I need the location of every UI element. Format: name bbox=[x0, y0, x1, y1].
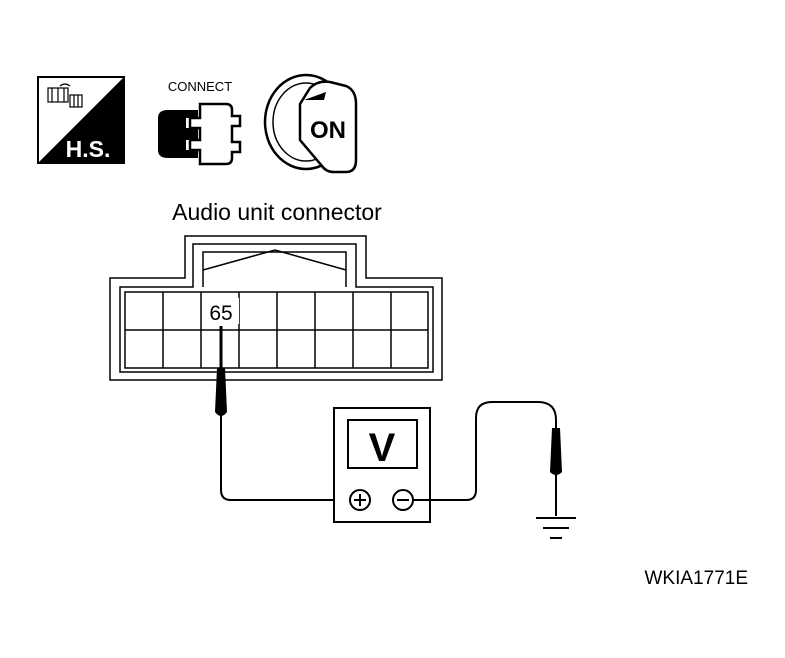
connect-label: CONNECT bbox=[168, 79, 232, 94]
ignition-key-on-icon: ON bbox=[263, 73, 358, 174]
harness-sketch-icon: H.S. bbox=[37, 76, 125, 164]
figure-code: WKIA1771E bbox=[645, 568, 749, 589]
key-on-label: ON bbox=[310, 117, 346, 144]
connect-icon: CONNECT bbox=[158, 79, 242, 166]
positive-probe bbox=[215, 326, 345, 501]
connector-title: Audio unit connector bbox=[172, 199, 382, 225]
voltmeter-symbol: V bbox=[369, 426, 396, 470]
audio-unit-connector bbox=[109, 235, 443, 381]
ground-symbol bbox=[536, 517, 576, 539]
hs-label: H.S. bbox=[66, 136, 111, 162]
negative-probe bbox=[413, 401, 562, 516]
pin-number-label: 65 bbox=[209, 302, 232, 325]
voltmeter: V bbox=[333, 407, 431, 523]
